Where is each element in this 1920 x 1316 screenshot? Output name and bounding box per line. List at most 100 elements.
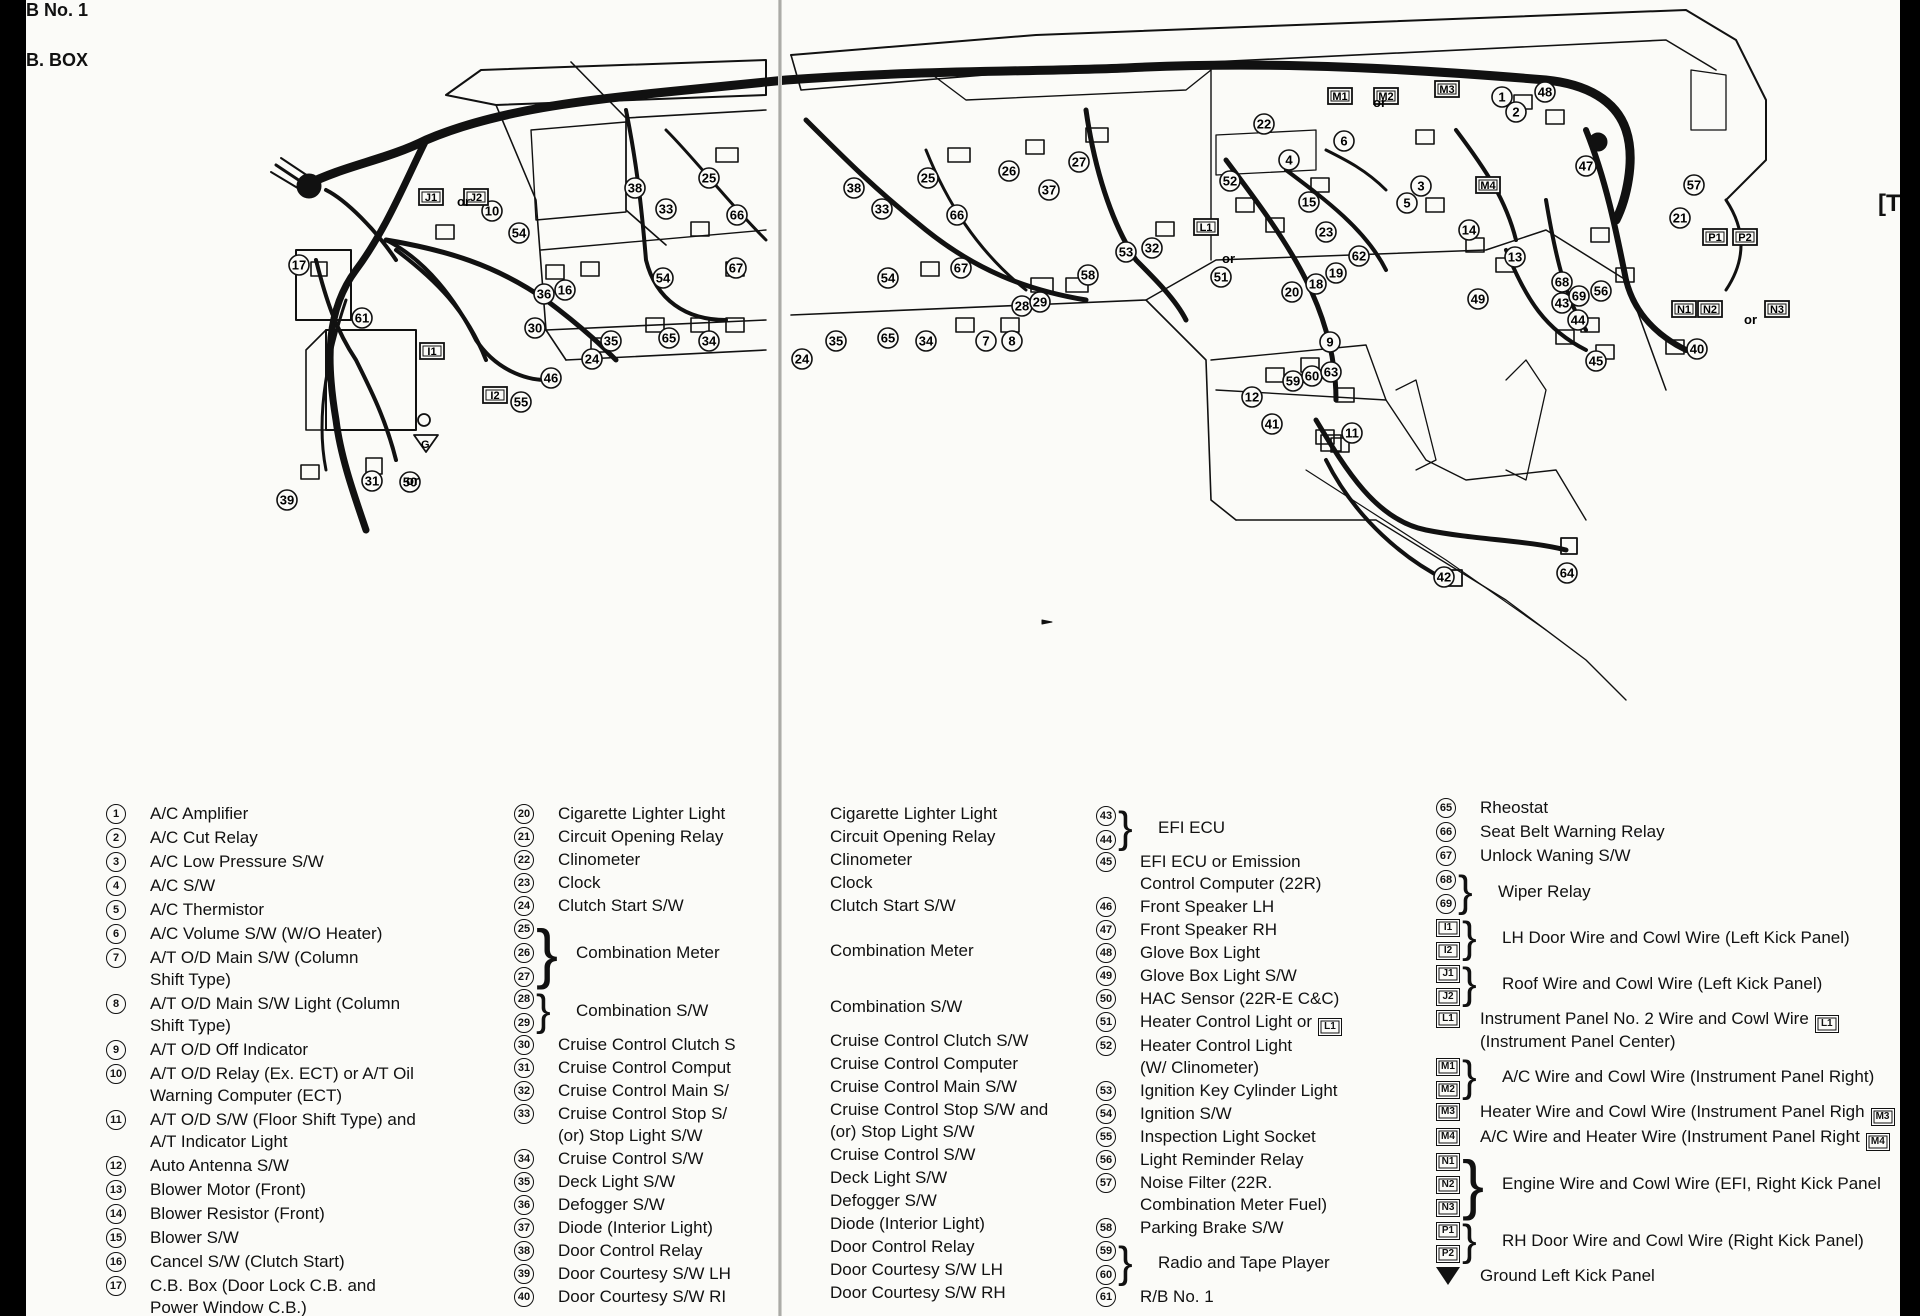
svg-text:62: 62 xyxy=(1352,249,1366,264)
col2b-item: Cruise Control Stop S/W and(or) Stop Lig… xyxy=(786,1099,1048,1143)
col2-item-number: 39 xyxy=(514,1264,534,1284)
col4-item-text: Seat Belt Warning Relay xyxy=(1480,821,1665,843)
page-fold xyxy=(778,0,782,1316)
col2-item-label: Clinometer xyxy=(558,850,641,869)
svg-text:16: 16 xyxy=(558,283,572,298)
col3-item-number: 48 xyxy=(1096,943,1116,963)
wiring-harness-diagram: 1234567891011121314151617181920212223242… xyxy=(270,9,1790,701)
col1-item-marker: 14 xyxy=(106,1203,150,1224)
callout-35: 35 xyxy=(825,330,847,352)
col4-item-label: Rheostat xyxy=(1480,798,1549,817)
col2-item-marker: 35 xyxy=(514,1171,558,1192)
col2b-item-text: Cruise Control Main S/W xyxy=(830,1076,1017,1098)
svg-text:13: 13 xyxy=(1508,250,1522,265)
col3-item-marker: 58 xyxy=(1096,1217,1140,1238)
or-label: or xyxy=(406,473,419,488)
col1-item-label-line2: A/T Indicator Light xyxy=(150,1132,288,1151)
col1-item-label: A/T O/D Off Indicator xyxy=(150,1040,309,1059)
svg-text:66: 66 xyxy=(730,208,744,223)
col2-item-label: Combination S/W xyxy=(576,1000,709,1020)
col1-item-marker: 2 xyxy=(106,827,150,848)
col2b-item-text: Cruise Control Computer xyxy=(830,1053,1018,1075)
callout-33: 33 xyxy=(655,198,677,220)
callout-61: 61 xyxy=(351,307,373,329)
svg-text:40: 40 xyxy=(1690,342,1704,357)
callout-59: 59 xyxy=(1282,370,1304,392)
col2-item-text: Door Courtesy S/W LH xyxy=(558,1263,731,1285)
callout-12: 12 xyxy=(1241,386,1263,408)
svg-text:4: 4 xyxy=(1285,153,1293,168)
col2b-item: Combination S/W xyxy=(786,985,1048,1029)
callout-56: 56 xyxy=(1590,280,1612,302)
callout-25: 25 xyxy=(917,167,939,189)
col2b-item-label: Cruise Control Main S/W xyxy=(830,1077,1018,1096)
connector-box-P1: P1 xyxy=(1702,228,1728,246)
col2b-item-label: Clinometer xyxy=(830,850,913,869)
col4-item-text: LH Door Wire and Cowl Wire (Left Kick Pa… xyxy=(1502,927,1850,949)
svg-text:37: 37 xyxy=(1042,183,1056,198)
col2b-item-text: Door Courtesy S/W RH xyxy=(830,1282,1006,1304)
col1-item-number: 2 xyxy=(106,828,126,848)
col2-item-text: Deck Light S/W xyxy=(558,1171,675,1193)
col4-item-box: N1 xyxy=(1436,1153,1460,1171)
col4-item-box: M4 xyxy=(1436,1128,1460,1146)
connector-box-I2: I2 xyxy=(482,386,508,404)
svg-text:P1: P1 xyxy=(1708,232,1721,244)
col1-item-label: A/C S/W xyxy=(150,876,216,895)
svg-text:12: 12 xyxy=(1245,390,1259,405)
col1-item-label: A/C Volume S/W (W/O Heater) xyxy=(150,924,383,943)
col2b-item: Clinometer xyxy=(786,849,1048,871)
col3-item-text: Parking Brake S/W xyxy=(1140,1217,1284,1239)
col2-item-number: 22 xyxy=(514,850,534,870)
col2b-item-text: Clock xyxy=(830,872,873,894)
col1-item-marker: 10 xyxy=(106,1063,150,1084)
col3-item-label: Inspection Light Socket xyxy=(1140,1127,1316,1146)
connector-box-N3: N3 xyxy=(1764,300,1790,318)
svg-text:46: 46 xyxy=(544,371,558,386)
col1-item-marker: 16 xyxy=(106,1251,150,1272)
col2-item-number: 37 xyxy=(514,1218,534,1238)
svg-text:49: 49 xyxy=(1471,292,1485,307)
col2-item-label: Cruise Control Comput xyxy=(558,1058,731,1077)
col4-item-box: N2 xyxy=(1436,1176,1460,1194)
col2b-item-text: Combination Meter xyxy=(830,940,974,962)
col1-item-label: A/C Cut Relay xyxy=(150,828,258,847)
svg-text:57: 57 xyxy=(1687,178,1701,193)
callout-18: 18 xyxy=(1305,273,1327,295)
col1-item-text: Cancel S/W (Clutch Start) xyxy=(150,1251,345,1273)
svg-text:P2: P2 xyxy=(1738,232,1751,244)
col3-item-marker: 57 xyxy=(1096,1172,1140,1193)
svg-text:33: 33 xyxy=(659,202,673,217)
col4-item-marker: 66 xyxy=(1436,821,1480,842)
svg-text:54: 54 xyxy=(656,271,671,286)
svg-text:M2: M2 xyxy=(1378,91,1393,103)
col2-item-label: Combination Meter xyxy=(576,942,720,962)
col2-item-text: Clock xyxy=(558,872,601,894)
col4-item-label: RH Door Wire and Cowl Wire (Right Kick P… xyxy=(1502,1231,1864,1250)
callout-42: 42 xyxy=(1433,566,1455,588)
svg-text:24: 24 xyxy=(795,352,810,367)
col2-item-text: Cruise Control S/W xyxy=(558,1148,703,1170)
col3-item-text: Inspection Light Socket xyxy=(1140,1126,1316,1148)
svg-text:20: 20 xyxy=(1285,285,1299,300)
col3-item-label: Ignition S/W xyxy=(1140,1104,1232,1123)
col1-item-label: A/C Low Pressure S/W xyxy=(150,852,324,871)
col1-item-marker: 7 xyxy=(106,947,150,968)
svg-text:47: 47 xyxy=(1579,159,1593,174)
callout-51: 51 xyxy=(1210,266,1232,288)
col4-item-text: Wiper Relay xyxy=(1498,881,1591,903)
callout-5: 5 xyxy=(1396,192,1418,214)
svg-text:31: 31 xyxy=(365,474,379,489)
